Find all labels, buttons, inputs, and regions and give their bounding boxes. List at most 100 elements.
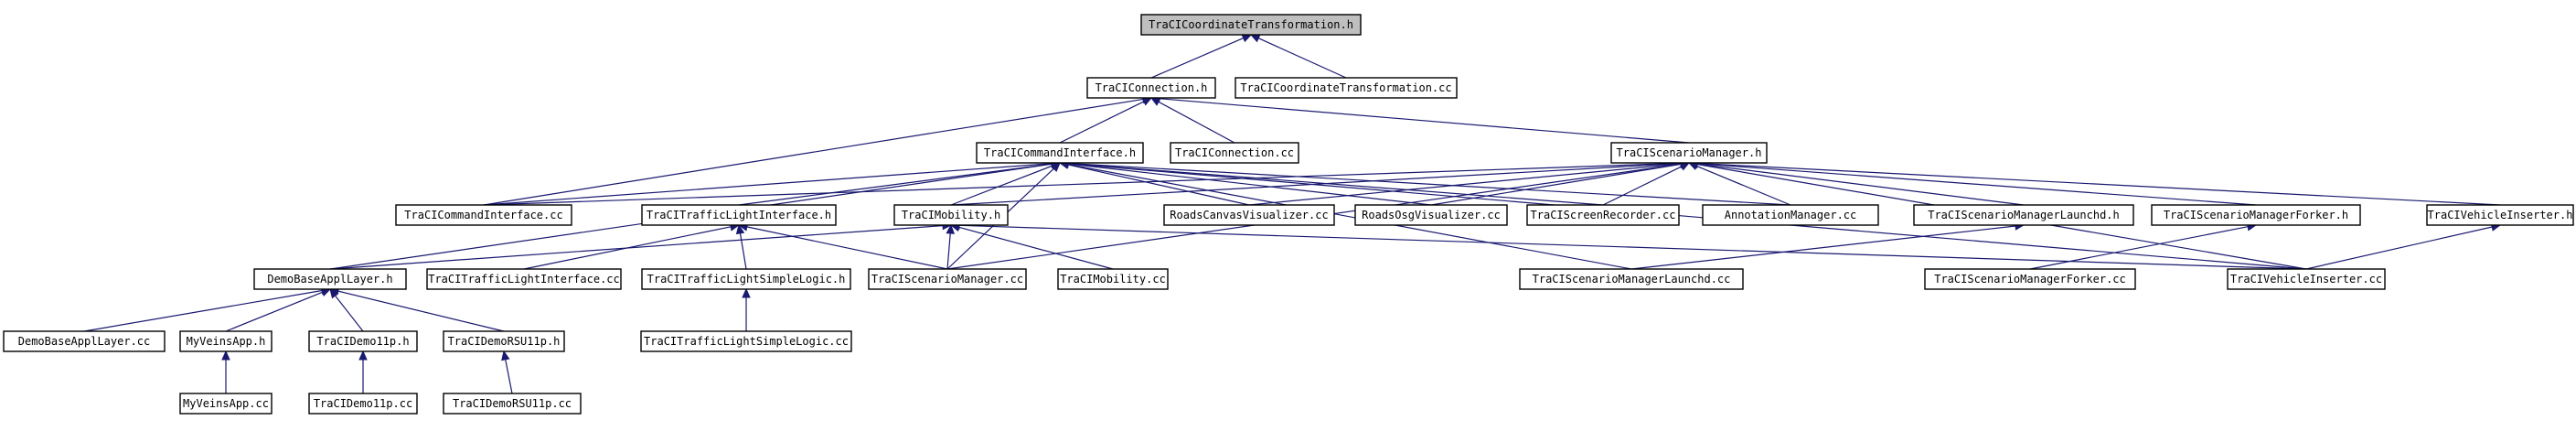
node-box [443, 393, 582, 415]
node-box [1057, 268, 1169, 290]
node-box [1924, 268, 2136, 290]
node-cmd_cc[interactable]: TraCICommandInterface.cc [395, 204, 572, 226]
node-sml_cc[interactable]: TraCIScenarioManagerLaunchd.cc [1519, 268, 1744, 290]
node-drsu_cc[interactable]: TraCIDemoRSU11p.cc [443, 393, 582, 415]
node-label: TraCICoordinateTransformation.cc [1240, 81, 1451, 94]
node-box [395, 204, 572, 226]
node-rcv_cc[interactable]: RoadsCanvasVisualizer.cc [1163, 204, 1335, 226]
arrowhead-mva_cc-to-mva_h [221, 350, 230, 361]
node-tlsl_h[interactable]: TraCITrafficLightSimpleLogic.h [641, 268, 851, 290]
node-box [426, 268, 622, 290]
node-conn_h[interactable]: TraCIConnection.h [1086, 77, 1216, 99]
node-label: TraCIMobility.cc [1060, 273, 1166, 286]
node-label: TraCIScenarioManagerLaunchd.cc [1533, 273, 1731, 286]
node-label: TraCICommandInterface.h [984, 146, 1136, 159]
node-label: TraCIVehicleInserter.cc [2230, 273, 2382, 286]
node-sm_h[interactable]: TraCIScenarioManager.h [1610, 142, 1768, 164]
node-cmd_h[interactable]: TraCICommandInterface.h [976, 142, 1144, 164]
edge-vi_cc-to-vi_h [2305, 226, 2493, 270]
edge-cmd_cc-to-conn_h [483, 98, 1144, 206]
node-layer: TraCICoordinateTransformation.hTraCIConn… [3, 14, 2574, 415]
node-smf_cc[interactable]: TraCIScenarioManagerForker.cc [1924, 268, 2136, 290]
node-label: RoadsCanvasVisualizer.cc [1170, 209, 1328, 221]
node-scr_cc[interactable]: TraCIScreenRecorder.cc [1526, 204, 1680, 226]
node-smf_h[interactable]: TraCIScenarioManagerForker.h [2151, 204, 2361, 226]
node-rov_cc[interactable]: RoadsOsgVisualizer.cc [1354, 204, 1508, 226]
node-box [1702, 204, 1879, 226]
edge-sm_h-to-conn_h [1159, 98, 1690, 144]
node-label: AnnotationManager.cc [1725, 209, 1857, 221]
node-tli_cc[interactable]: TraCITrafficLightInterface.cc [426, 268, 622, 290]
node-label: TraCIScenarioManagerForker.cc [1934, 273, 2126, 286]
node-label: TraCITrafficLightInterface.cc [428, 273, 620, 286]
edge-smf_h-to-sm_h [1696, 163, 2257, 206]
arrowhead-sm_cc-to-mob_h [946, 223, 955, 234]
arrowhead-ct_cc-to-root [1249, 34, 1261, 43]
node-root[interactable]: TraCICoordinateTransformation.h [1140, 14, 1362, 36]
node-label: TraCITrafficLightSimpleLogic.cc [644, 335, 849, 348]
edge-ann_cc-to-sm_h [1696, 165, 1791, 206]
edge-rcv_cc-to-sm_h [1248, 163, 1682, 206]
node-mob_cc[interactable]: TraCIMobility.cc [1057, 268, 1169, 290]
node-mva_h[interactable]: MyVeinsApp.h [179, 330, 273, 352]
node-box [179, 393, 273, 415]
node-vi_cc[interactable]: TraCIVehicleInserter.cc [2227, 268, 2386, 290]
edge-rov_cc-to-cmd_h [1067, 163, 1432, 206]
node-label: MyVeinsApp.h [187, 335, 266, 348]
node-box [253, 268, 407, 290]
node-label: TraCIDemoRSU11p.cc [453, 397, 572, 410]
edge-vi_h-to-sm_h [1696, 162, 2501, 206]
node-vi_h[interactable]: TraCIVehicleInserter.h [2426, 204, 2574, 226]
edge-rcv_cc-to-cmd_h [1067, 164, 1250, 206]
node-mva_cc[interactable]: MyVeinsApp.cc [179, 393, 273, 415]
node-dbal_h[interactable]: DemoBaseApplLayer.h [253, 268, 407, 290]
edge-sml_cc-to-sml_h [1630, 225, 2016, 270]
node-box [1086, 77, 1216, 99]
node-drsu_h[interactable]: TraCIDemoRSU11p.h [443, 330, 565, 352]
edge-ann_cc-to-cmd_h [1067, 162, 1791, 206]
node-box [179, 330, 273, 352]
node-ann_cc[interactable]: AnnotationManager.cc [1702, 204, 1879, 226]
node-box [3, 330, 166, 352]
node-d11_cc[interactable]: TraCIDemo11p.cc [308, 393, 418, 415]
edge-mob_h-to-cmd_h [950, 165, 1053, 206]
node-sm_cc[interactable]: TraCIScenarioManager.cc [868, 268, 1027, 290]
node-box [641, 268, 851, 290]
node-box [2227, 268, 2386, 290]
node-label: RoadsOsgVisualizer.cc [1362, 209, 1501, 221]
arrowhead-conn_h-to-root [1241, 34, 1253, 43]
node-box [1235, 77, 1458, 99]
node-label: TraCIScenarioManagerForker.h [2164, 209, 2348, 221]
node-label: DemoBaseApplLayer.cc [18, 335, 151, 348]
node-tli_h[interactable]: TraCITrafficLightInterface.h [641, 204, 837, 226]
node-mob_h[interactable]: TraCIMobility.h [893, 204, 1009, 226]
node-box [1163, 204, 1335, 226]
arrowhead-sm_cc-to-cmd_h [1050, 162, 1061, 172]
node-label: MyVeinsApp.cc [183, 397, 269, 410]
node-box [868, 268, 1027, 290]
node-label: TraCICoordinateTransformation.h [1149, 18, 1353, 31]
edge-vi_cc-to-mob_h [958, 224, 2307, 270]
node-label: TraCIDemo11p.h [316, 335, 409, 348]
node-box [893, 204, 1009, 226]
node-tlsl_cc[interactable]: TraCITrafficLightSimpleLogic.cc [640, 330, 852, 352]
node-conn_cc[interactable]: TraCIConnection.cc [1170, 142, 1299, 164]
node-label: TraCIScenarioManager.h [1617, 146, 1762, 159]
node-label: TraCIScenarioManager.cc [871, 273, 1023, 286]
node-sml_h[interactable]: TraCIScenarioManagerLaunchd.h [1913, 204, 2134, 226]
node-box [1354, 204, 1508, 226]
node-ct_cc[interactable]: TraCICoordinateTransformation.cc [1235, 77, 1458, 99]
node-box [1170, 142, 1299, 164]
node-label: TraCITrafficLightInterface.h [647, 209, 831, 221]
node-box [1519, 268, 1744, 290]
node-d11_h[interactable]: TraCIDemo11p.h [308, 330, 418, 352]
node-box [2426, 204, 2574, 226]
arrowhead-d11_cc-to-d11_h [358, 350, 368, 361]
node-label: TraCIDemoRSU11p.h [448, 335, 561, 348]
edge-conn_h-to-root [1150, 38, 1244, 79]
node-dbal_cc[interactable]: DemoBaseApplLayer.cc [3, 330, 166, 352]
edge-scr_cc-to-sm_h [1602, 166, 1683, 206]
edge-cmd_h-to-conn_h [1059, 101, 1145, 144]
edge-mva_h-to-dbal_h [225, 291, 323, 332]
